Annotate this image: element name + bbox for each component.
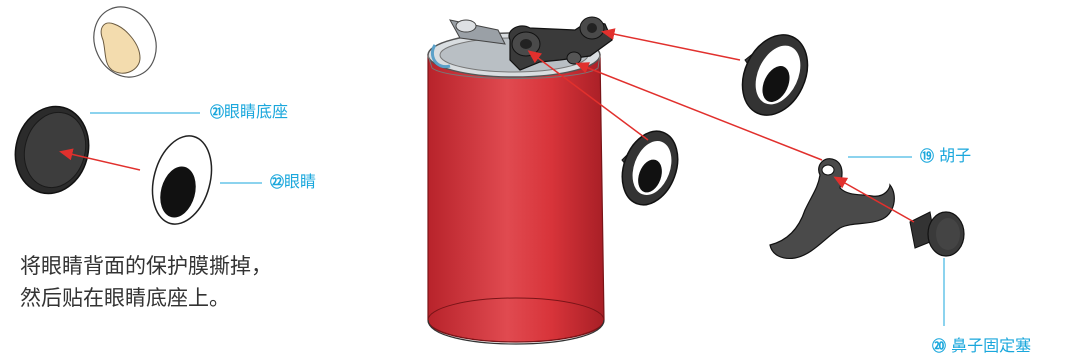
eye-part-mounted	[613, 123, 688, 212]
label-nose-plug-text: 鼻子固定塞	[951, 336, 1031, 355]
label-mustache: ⑲ 胡子	[920, 148, 971, 164]
mustache-part	[770, 159, 894, 259]
label-eye: ㉒眼睛	[270, 174, 316, 190]
eye-base-part	[6, 98, 98, 202]
eye-part-upper-right	[730, 24, 820, 125]
instruction-text: 将眼睛背面的保护膜撕掉， 然后贴在眼睛底座上。	[20, 250, 272, 314]
label-eye-base-text: 眼睛底座	[224, 102, 288, 121]
instruction-line-2: 然后贴在眼睛底座上。	[20, 282, 272, 314]
label-mustache-number: ⑲	[920, 149, 934, 165]
label-eye-base-number: ㉑	[210, 105, 224, 121]
nose-plug-part	[910, 212, 964, 256]
protective-film	[83, 0, 168, 87]
arrow-eye-to-bracket	[604, 32, 740, 60]
label-nose-plug: ⑳ 鼻子固定塞	[932, 338, 1031, 354]
label-eye-number: ㉒	[270, 175, 284, 191]
label-eye-text: 眼睛	[284, 172, 316, 191]
label-eye-base: ㉑眼睛底座	[210, 104, 288, 120]
instruction-line-1: 将眼睛背面的保护膜撕掉，	[20, 250, 272, 282]
eye-part	[143, 129, 220, 230]
label-nose-plug-number: ⑳	[932, 339, 946, 355]
soda-can	[428, 33, 604, 344]
label-mustache-text: 胡子	[939, 146, 971, 165]
